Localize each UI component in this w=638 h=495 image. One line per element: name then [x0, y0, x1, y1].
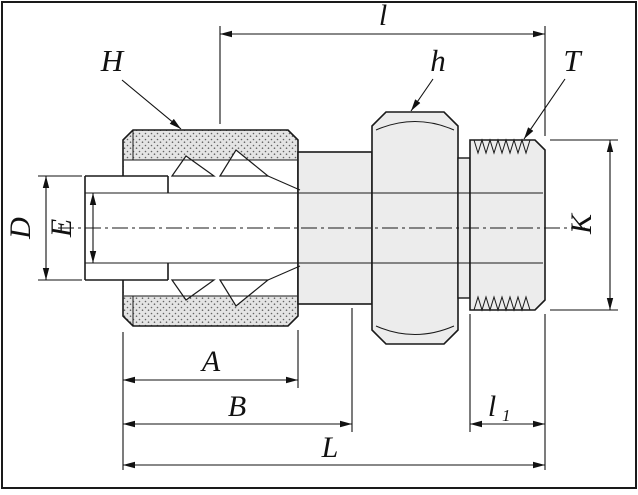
- dim-label-B: B: [228, 390, 246, 423]
- back-ferrule-lower: [170, 279, 216, 301]
- dimensions: [38, 26, 618, 470]
- fitting-part: [58, 111, 585, 345]
- dim-label-l1-subscript: 1: [502, 406, 511, 425]
- dim-label-A: A: [200, 345, 221, 378]
- thread-profile-top: [473, 138, 531, 155]
- back-ferrule-upper: [170, 155, 216, 177]
- hex-chamfer-arcs: [375, 121, 455, 335]
- dim-label-T: T: [563, 43, 583, 78]
- dimension-labels: l H h T D E K A B L l 1: [4, 0, 598, 464]
- leader-h-hex: [410, 78, 434, 112]
- extension-lines: [38, 26, 618, 470]
- bore-and-interior-lines: [85, 130, 543, 326]
- dim-label-K: K: [565, 212, 598, 235]
- dim-label-E: E: [45, 219, 78, 238]
- front-ferrule-upper: [218, 149, 270, 177]
- leader-H-nut: [121, 79, 182, 130]
- dim-label-L: L: [321, 431, 339, 464]
- male-thread-section: [469, 139, 546, 311]
- dim-label-H: H: [100, 43, 125, 78]
- dim-label-h: h: [430, 43, 446, 78]
- dim-label-l1-base: l: [488, 390, 496, 423]
- front-ferrule-lower: [218, 279, 270, 307]
- leader-T-thread: [523, 78, 566, 140]
- dim-label-D: D: [4, 217, 37, 240]
- dim-label-l: l: [379, 0, 387, 32]
- thread-profile-bottom: [473, 295, 531, 312]
